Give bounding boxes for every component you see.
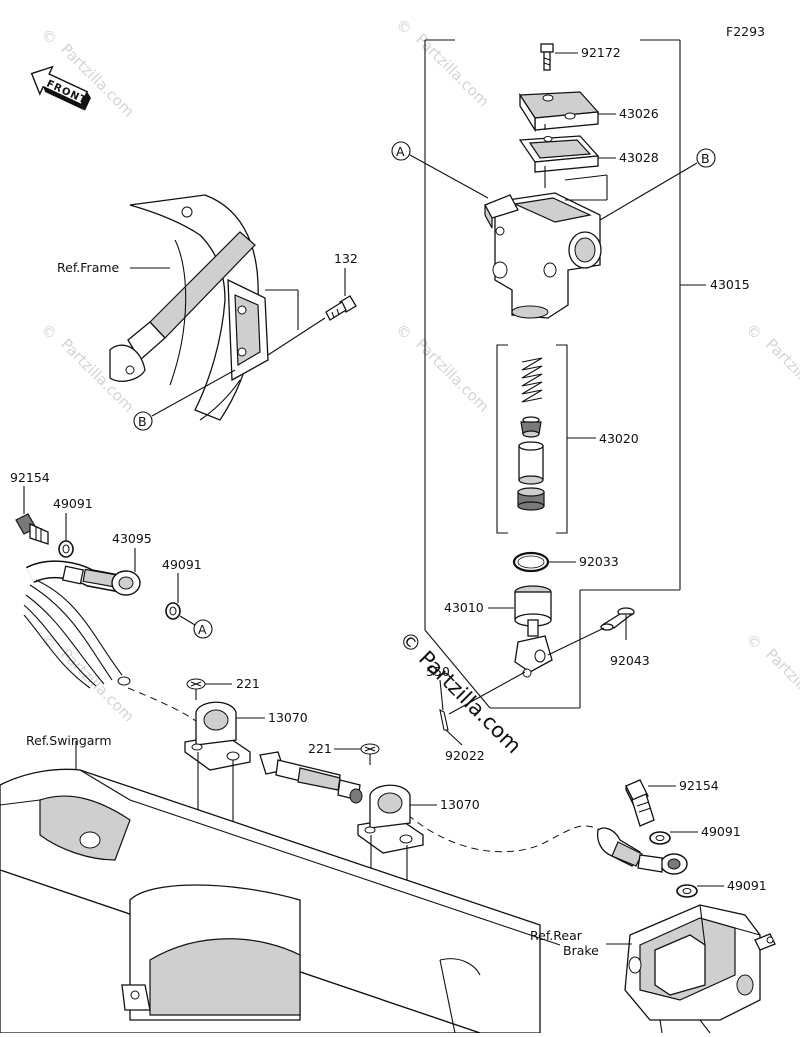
frame-reference bbox=[109, 194, 269, 421]
watermark: © bbox=[392, 15, 415, 38]
callout-b-lower bbox=[133, 411, 153, 431]
label-92043: 92043 bbox=[610, 653, 650, 668]
clamp-13070-b bbox=[357, 784, 424, 854]
push-rod-43010 bbox=[514, 585, 553, 678]
cotter-pin-550 bbox=[439, 709, 449, 731]
seal bbox=[517, 487, 545, 511]
callout-b-lower-label: B bbox=[138, 414, 147, 429]
piston-cup bbox=[520, 416, 542, 438]
label-49091-c: 49091 bbox=[701, 824, 741, 839]
callout-b bbox=[696, 148, 716, 168]
banjo-bolt-92154-top bbox=[15, 513, 49, 545]
spring bbox=[521, 357, 543, 403]
label-92172: 92172 bbox=[581, 45, 621, 60]
label-43028: 43028 bbox=[619, 150, 659, 165]
label-92154-bottom: 92154 bbox=[679, 778, 719, 793]
label-13070-b: 13070 bbox=[440, 797, 480, 812]
brake-hose-fitting bbox=[596, 827, 688, 875]
label-221-a: 221 bbox=[236, 676, 260, 691]
label-49091-d: 49091 bbox=[727, 878, 767, 893]
watermark: © bbox=[392, 320, 415, 343]
label-43020: 43020 bbox=[599, 431, 639, 446]
watermark: Partzilla.com bbox=[57, 40, 138, 121]
piston bbox=[518, 441, 544, 485]
washer-49091-a bbox=[58, 540, 74, 558]
label-43010: 43010 bbox=[444, 600, 484, 615]
watermark: © bbox=[37, 320, 60, 343]
callout-b-label: B bbox=[701, 151, 710, 166]
swingarm-reference bbox=[0, 768, 561, 1034]
screw-221-b bbox=[360, 743, 380, 765]
banjo-bolt-92154-bottom bbox=[625, 779, 655, 827]
label-43095: 43095 bbox=[112, 531, 152, 546]
label-92154-top: 92154 bbox=[10, 470, 50, 485]
label-132: 132 bbox=[334, 251, 358, 266]
bolt-132 bbox=[325, 295, 357, 321]
label-49091-b: 49091 bbox=[162, 557, 202, 572]
big-watermark: © Partzilla.com bbox=[394, 627, 526, 759]
reservoir-cap-43026 bbox=[518, 91, 600, 133]
label-49091-a: 49091 bbox=[53, 496, 93, 511]
clamp-13070-a bbox=[184, 701, 251, 771]
callout-a bbox=[391, 141, 411, 161]
label-ref-swingarm: Ref.Swingarm bbox=[26, 733, 112, 748]
label-ref-frame: Ref.Frame bbox=[57, 260, 120, 275]
hose-fitting bbox=[259, 751, 363, 804]
watermark: © bbox=[742, 630, 765, 653]
label-ref-rear: Ref.Rear bbox=[530, 928, 583, 943]
label-43026: 43026 bbox=[619, 106, 659, 121]
bolt-92172 bbox=[540, 43, 554, 71]
callout-a-lower-label: A bbox=[198, 622, 207, 637]
label-43015: 43015 bbox=[710, 277, 750, 292]
watermark: © bbox=[742, 320, 765, 343]
callout-a-label: A bbox=[396, 144, 405, 159]
figure-code: F2293 bbox=[726, 24, 765, 39]
label-13070-a: 13070 bbox=[268, 710, 308, 725]
watermark: Partzilla.com bbox=[412, 335, 493, 416]
screw-221-a bbox=[186, 678, 206, 700]
washer-49091-c bbox=[649, 831, 671, 845]
watermark: Partzilla.com bbox=[762, 645, 800, 726]
callout-a-lower bbox=[193, 619, 213, 639]
washer-49091-b bbox=[165, 602, 181, 620]
diaphragm-43028 bbox=[518, 135, 600, 173]
watermark: Partzilla.com bbox=[762, 335, 800, 416]
watermark: © bbox=[37, 25, 60, 48]
label-221-b: 221 bbox=[308, 741, 332, 756]
pin-92043 bbox=[600, 607, 635, 631]
washer-49091-d bbox=[676, 884, 698, 898]
brake-hose-43095 bbox=[23, 560, 141, 689]
rear-brake-caliper bbox=[624, 904, 776, 1034]
watermark: Partzilla.com bbox=[412, 30, 493, 111]
label-92022: 92022 bbox=[445, 748, 485, 763]
label-550: 550 bbox=[426, 664, 450, 679]
label-92033: 92033 bbox=[579, 554, 619, 569]
circlip-92033 bbox=[512, 551, 550, 573]
label-brake: Brake bbox=[563, 943, 599, 958]
master-cylinder-body bbox=[484, 192, 602, 319]
svg-text:© Partzilla.com: © Partzilla.com bbox=[394, 627, 526, 759]
